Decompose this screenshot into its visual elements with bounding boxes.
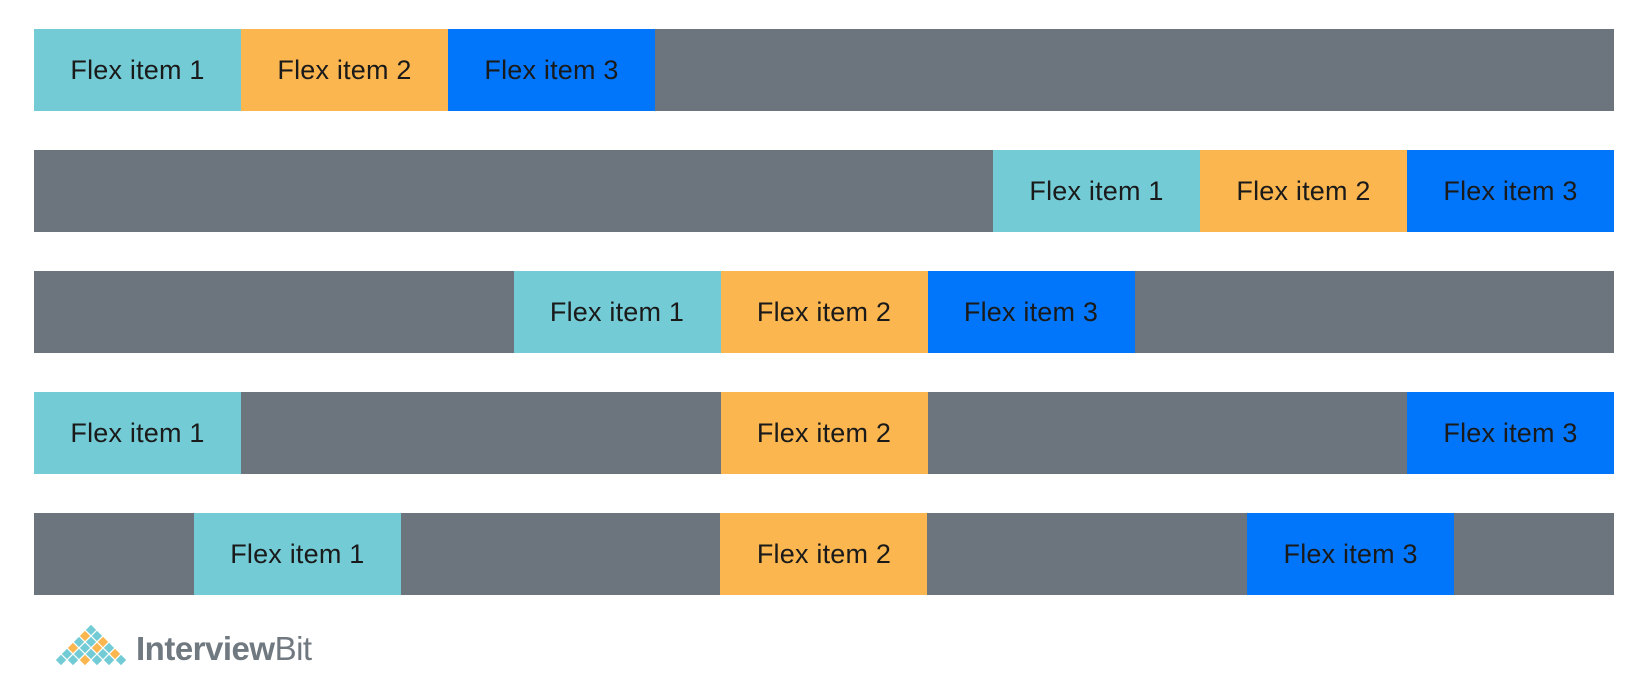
interviewbit-logo: InterviewBit xyxy=(52,622,312,674)
flex-item-2: Flex item 2 xyxy=(241,29,448,111)
flex-item-1: Flex item 1 xyxy=(34,29,241,111)
flex-item-3: Flex item 3 xyxy=(1407,392,1614,474)
flex-item-1: Flex item 1 xyxy=(193,513,401,595)
flex-container-row-2: Flex item 1 Flex item 2 Flex item 3 xyxy=(34,150,1614,232)
flex-container-row-3: Flex item 1 Flex item 2 Flex item 3 xyxy=(34,271,1614,353)
flex-item-1: Flex item 1 xyxy=(993,150,1200,232)
flex-item-2: Flex item 2 xyxy=(720,392,928,474)
flex-item-2: Flex item 2 xyxy=(720,513,928,595)
flex-item-3: Flex item 3 xyxy=(448,29,655,111)
flex-item-2: Flex item 2 xyxy=(720,271,928,353)
flex-container-row-4: Flex item 1 Flex item 2 Flex item 3 xyxy=(34,392,1614,474)
logo-wordmark-regular: Bit xyxy=(274,629,313,667)
logo-wordmark-bold: Interview xyxy=(136,629,275,667)
logo-wordmark: InterviewBit xyxy=(136,632,312,665)
flex-container-row-1: Flex item 1 Flex item 2 Flex item 3 xyxy=(34,29,1614,111)
flex-container-row-5: Flex item 1 Flex item 2 Flex item 3 xyxy=(34,513,1614,595)
flex-item-3: Flex item 3 xyxy=(1407,150,1614,232)
flex-item-3: Flex item 3 xyxy=(1247,513,1455,595)
flex-item-3: Flex item 3 xyxy=(927,271,1135,353)
flex-item-2: Flex item 2 xyxy=(1200,150,1407,232)
flex-item-1: Flex item 1 xyxy=(34,392,241,474)
diamond-lattice-logo-icon xyxy=(54,623,128,667)
flex-item-1: Flex item 1 xyxy=(513,271,721,353)
